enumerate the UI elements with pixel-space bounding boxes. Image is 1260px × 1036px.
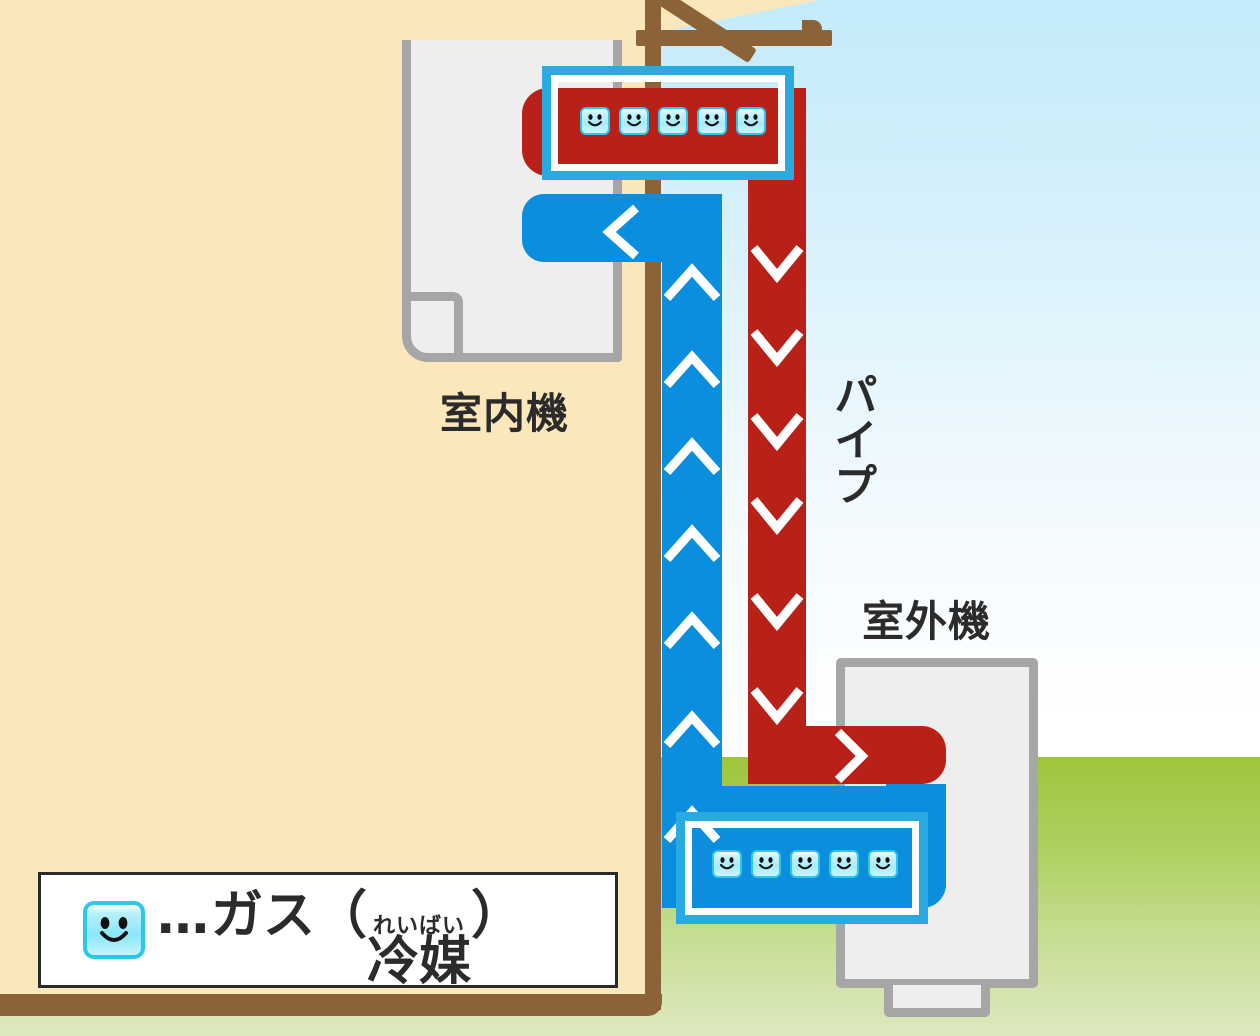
gas-smiley-icon bbox=[697, 107, 727, 135]
legend-text-after: ） bbox=[471, 885, 524, 946]
legend-gas-smiley-icon bbox=[83, 901, 145, 959]
gas-chip-row-bottom bbox=[712, 850, 898, 878]
indoor-unit-vent-notch bbox=[411, 292, 463, 362]
gas-smiley-icon bbox=[736, 107, 766, 135]
gas-highlight-inner-border bbox=[551, 75, 785, 171]
roof-tip-cap bbox=[802, 20, 822, 42]
gas-smiley-icon bbox=[868, 850, 898, 878]
gas-chip-row-top bbox=[580, 107, 766, 135]
gas-highlight-box-bottom bbox=[676, 812, 928, 924]
legend-dots: … bbox=[157, 885, 211, 946]
gas-smiley-icon bbox=[712, 850, 742, 878]
legend-text: … ガス（ れいばい 冷媒 ） bbox=[157, 873, 523, 988]
outdoor-unit-label: 室外機 bbox=[862, 597, 992, 646]
gas-smiley-icon bbox=[580, 107, 610, 135]
legend-box: … ガス（ れいばい 冷媒 ） bbox=[38, 872, 618, 988]
legend-furigana: れいばい bbox=[373, 913, 466, 939]
red-pipe-vertical-segment bbox=[748, 88, 806, 768]
gas-highlight-inner-border bbox=[685, 821, 919, 915]
red-pipe-bottom-segment bbox=[748, 726, 946, 784]
legend-kanji: 冷媒 bbox=[367, 931, 472, 992]
outdoor-unit-foot bbox=[884, 985, 990, 1017]
pipe-label: パイプ bbox=[825, 372, 877, 507]
indoor-unit-label: 室内機 bbox=[440, 389, 570, 438]
floor-line bbox=[0, 994, 662, 1016]
blue-pipe-top-segment bbox=[522, 194, 722, 262]
gas-smiley-icon bbox=[829, 850, 859, 878]
gas-smiley-icon bbox=[790, 850, 820, 878]
blue-pipe-vertical-segment bbox=[662, 194, 722, 908]
gas-smiley-icon bbox=[751, 850, 781, 878]
gas-smiley-icon bbox=[658, 107, 688, 135]
legend-text-before: ガス（ bbox=[211, 885, 368, 946]
gas-smiley-icon bbox=[619, 107, 649, 135]
legend-ruby-group: れいばい 冷媒 bbox=[367, 913, 472, 992]
gas-highlight-box-top bbox=[542, 66, 794, 180]
